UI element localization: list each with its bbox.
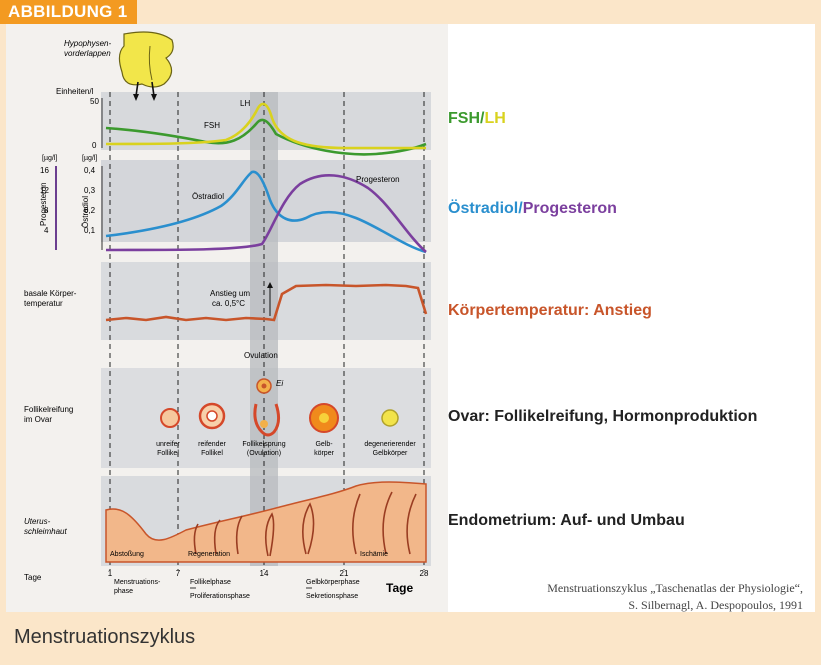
phase-proliferation: Proliferationsphase — [190, 593, 250, 600]
phase-secretion: Sekretionsphase — [306, 593, 358, 600]
corpus-luteum-icon — [309, 403, 339, 433]
oestr-tick-03: 0,3 — [84, 186, 96, 195]
prog-tick-12: 12 — [40, 186, 49, 195]
stage-ovulation: Follikelsprung(Ovulation) — [242, 441, 285, 457]
label-ovar: Ovar: Follikelreifung, Hormonproduktion — [448, 408, 758, 425]
temperature-curve — [105, 283, 428, 322]
figure-badge: ABBILDUNG 1 — [0, 0, 138, 24]
lh-curve-label: LH — [240, 99, 250, 108]
regeneration-label: Regeneration — [188, 551, 230, 558]
credit-line-2: S. Silbernagl, A. Despopoulos, 1991 — [628, 598, 803, 612]
units-label: Einheiten/l — [56, 87, 94, 96]
endometrium-glands — [193, 491, 417, 557]
day-7: 7 — [176, 569, 181, 578]
degenerating-corpus-luteum-icon — [381, 409, 399, 427]
phase-corpus-luteum: Gelbkörperphase — [306, 579, 360, 586]
label-oestradiol-progesteron: Östradiol/Progesteron — [448, 200, 617, 218]
label-oestradiol: Östradiol — [448, 200, 519, 217]
label-slash-2: / — [518, 200, 523, 217]
oestradiol-ticks: 0,4 0,3 0,2 0,1 — [84, 166, 96, 235]
progesteron-ticks: 16 12 8 4 — [40, 166, 49, 235]
temperature-label: basale Körper- temperatur — [24, 289, 79, 308]
label-fsh: FSH — [448, 110, 480, 127]
phase-follicle: Follikelphase — [190, 579, 231, 586]
day-ticks: 1 7 14 21 28 — [108, 569, 429, 578]
progesteron-axis-label: Progesteron — [39, 182, 48, 226]
label-endometrium: Endometrium: Auf- und Umbau — [448, 512, 685, 529]
label-lh: LH — [484, 110, 506, 127]
ischaemie-label: Ischämie — [360, 551, 388, 558]
tage-axis-label: Tage — [386, 581, 413, 595]
fsh-curve-label: FSH — [204, 121, 220, 130]
uterus-label: Uterus- schleimhaut — [24, 517, 67, 536]
abstossung-label: Abstoßung — [110, 551, 144, 558]
oestr-tick-02: 0,2 — [84, 206, 96, 215]
follicle-label: Follikelreifung im Ovar — [24, 405, 76, 424]
label-progesteron: Progesteron — [522, 200, 617, 217]
ovulation-label: Ovulation — [244, 351, 278, 360]
egg-icon — [256, 378, 272, 394]
phase-labels: Menstruations-phase Follikelphase Gelbkö… — [114, 579, 360, 600]
figure-credit: Menstruationszyklus „Taschenatlas der Ph… — [547, 580, 803, 614]
prog-tick-16: 16 — [40, 166, 49, 175]
oestradiol-curve-label: Östradiol — [192, 192, 224, 201]
figure-area: Hypophysen- vorderlappen Einheiten/l 50 … — [6, 24, 815, 612]
scanned-diagram: Hypophysen- vorderlappen Einheiten/l 50 … — [6, 24, 448, 612]
day-28: 28 — [420, 569, 429, 578]
fsh-curve — [105, 118, 427, 156]
progesteron-curve-label: Progesteron — [356, 175, 400, 184]
prog-tick-8: 8 — [44, 206, 49, 215]
pituitary-label-line-1: Hypophysen- — [64, 39, 111, 48]
oestradiol-curve — [105, 170, 427, 254]
day-14: 14 — [260, 569, 269, 578]
day-21: 21 — [340, 569, 349, 578]
unit-right: [µg/l] — [82, 155, 97, 162]
progesteron-curve — [105, 173, 427, 253]
pituitary-label-line-2: vorderlappen — [64, 49, 111, 58]
immature-follicle-icon — [160, 408, 180, 428]
tage-left-label: Tage — [24, 573, 42, 582]
pituitary-label: Hypophysen- vorderlappen — [64, 39, 113, 58]
oestr-tick-04: 0,4 — [84, 166, 96, 175]
caption-bar: Menstruationszyklus — [0, 612, 821, 665]
oestr-tick-01: 0,1 — [84, 226, 96, 235]
egg-label: Ei — [276, 379, 283, 388]
ovulating-follicle-icon — [253, 403, 281, 437]
figure-caption: Menstruationszyklus — [14, 626, 196, 648]
units-max-tick: 50 — [90, 97, 99, 106]
oestradiol-axis-label: Östradiol — [81, 196, 90, 228]
endometrium-shape — [105, 481, 427, 563]
label-slash-1: / — [480, 110, 485, 127]
pituitary-gland-icon — [118, 31, 174, 101]
phase-menstruation: Menstruations-phase — [114, 579, 161, 595]
anstieg-label: Anstieg um ca. 0,5°C — [210, 289, 252, 308]
stage-corpus-luteum: Gelb-körper — [314, 441, 335, 457]
label-temperatur: Körpertemperatur: Anstieg — [448, 302, 652, 319]
credit-line-1: Menstruationszyklus „Taschenatlas der Ph… — [547, 581, 803, 595]
lh-curve — [105, 102, 426, 150]
menstrual-cycle-diagram: Hypophysen- vorderlappen Einheiten/l 50 … — [24, 31, 431, 600]
unit-left: [µg/l] — [42, 155, 57, 162]
prog-tick-4: 4 — [44, 226, 49, 235]
maturing-follicle-icon — [198, 402, 226, 430]
day-1: 1 — [108, 569, 113, 578]
label-fsh-lh: FSH/LH — [448, 110, 506, 128]
units-min-tick: 0 — [92, 141, 97, 150]
